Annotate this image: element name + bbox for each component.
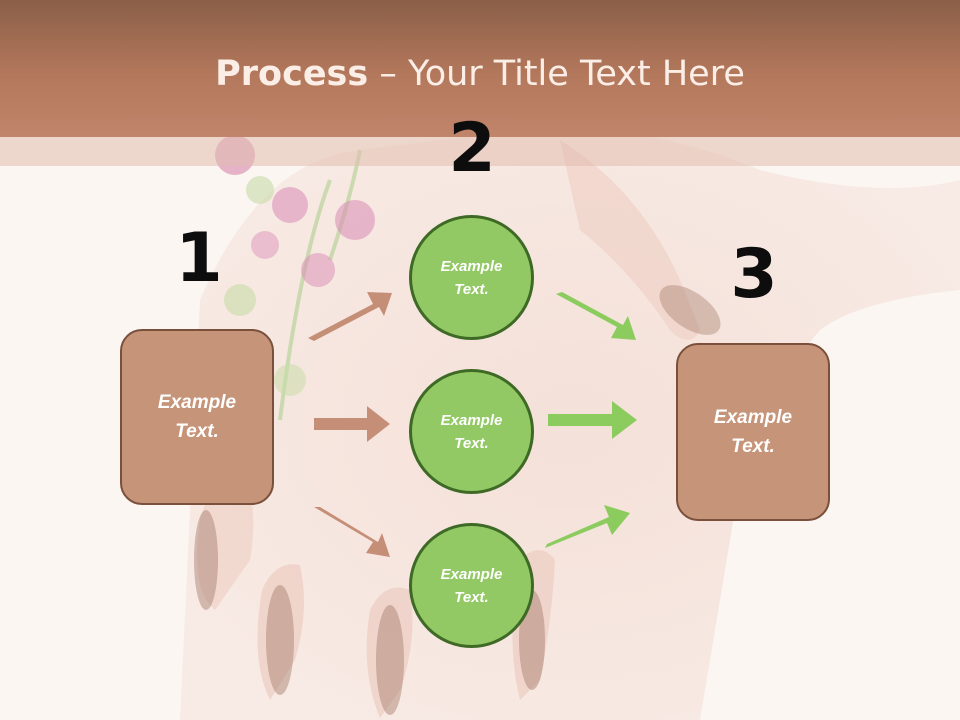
- circle-step-3[interactable]: Example Text.: [409, 523, 534, 648]
- circle-2-text-line2: Text.: [454, 434, 489, 452]
- arrow-box-to-circle2: [314, 406, 390, 442]
- left-box-text-line2: Text.: [175, 421, 219, 442]
- circle-step-2[interactable]: Example Text.: [409, 369, 534, 494]
- left-process-box[interactable]: Example Text.: [120, 329, 274, 505]
- step-number-1[interactable]: 1: [175, 219, 223, 298]
- title-band: [0, 137, 960, 166]
- arrow-circle1-to-box: [556, 292, 636, 340]
- arrow-box-to-circle3: [314, 507, 390, 557]
- right-box-text-line1: Example: [713, 407, 793, 428]
- right-process-box[interactable]: Example Text.: [676, 343, 830, 521]
- circle-1-text-line1: Example: [440, 257, 503, 275]
- title-bold-part: Process: [215, 54, 369, 94]
- circle-step-1[interactable]: Example Text.: [409, 215, 534, 340]
- right-box-text-line2: Text.: [731, 436, 775, 457]
- circle-3-text-line1: Example: [440, 565, 503, 583]
- step-number-2[interactable]: 2: [448, 109, 496, 188]
- circle-2-text-line1: Example: [440, 411, 503, 429]
- arrow-circle3-to-box: [545, 505, 630, 548]
- title-rest-part: – Your Title Text Here: [368, 54, 745, 94]
- slide-title[interactable]: Process – Your Title Text Here: [0, 52, 960, 96]
- step-number-3[interactable]: 3: [730, 235, 778, 314]
- circle-1-text-line2: Text.: [454, 280, 489, 298]
- circle-3-text-line2: Text.: [454, 588, 489, 606]
- arrow-box-to-circle1: [308, 292, 392, 341]
- left-box-text-line1: Example: [157, 392, 237, 413]
- title-bar: [0, 0, 960, 137]
- arrow-circle2-to-box: [548, 401, 637, 439]
